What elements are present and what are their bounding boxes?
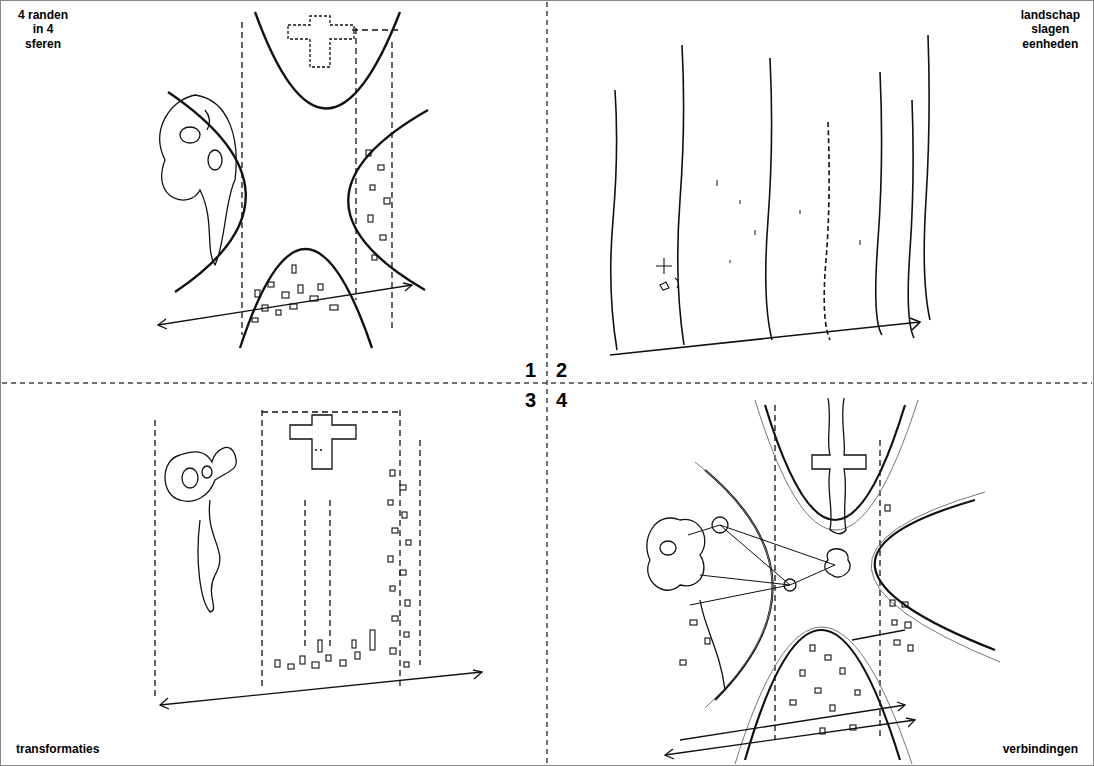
sketch-q3 — [155, 410, 482, 709]
sketch-q4 — [647, 398, 1000, 764]
sketch-q1 — [158, 12, 428, 348]
quadrant-title: transformaties — [16, 742, 99, 756]
quadrant-number: 1 — [525, 360, 536, 380]
quadrant-number: 3 — [525, 390, 536, 410]
quadrant-title: verbindingen — [1003, 742, 1078, 756]
quadrant-number: 4 — [556, 390, 567, 410]
sketch-q2 — [610, 35, 930, 355]
quadrant-number: 2 — [556, 360, 567, 380]
quadrant-title: landschap slagen eenheden — [1021, 8, 1080, 51]
quadrant-title: 4 randen in 4 sferen — [14, 8, 72, 51]
